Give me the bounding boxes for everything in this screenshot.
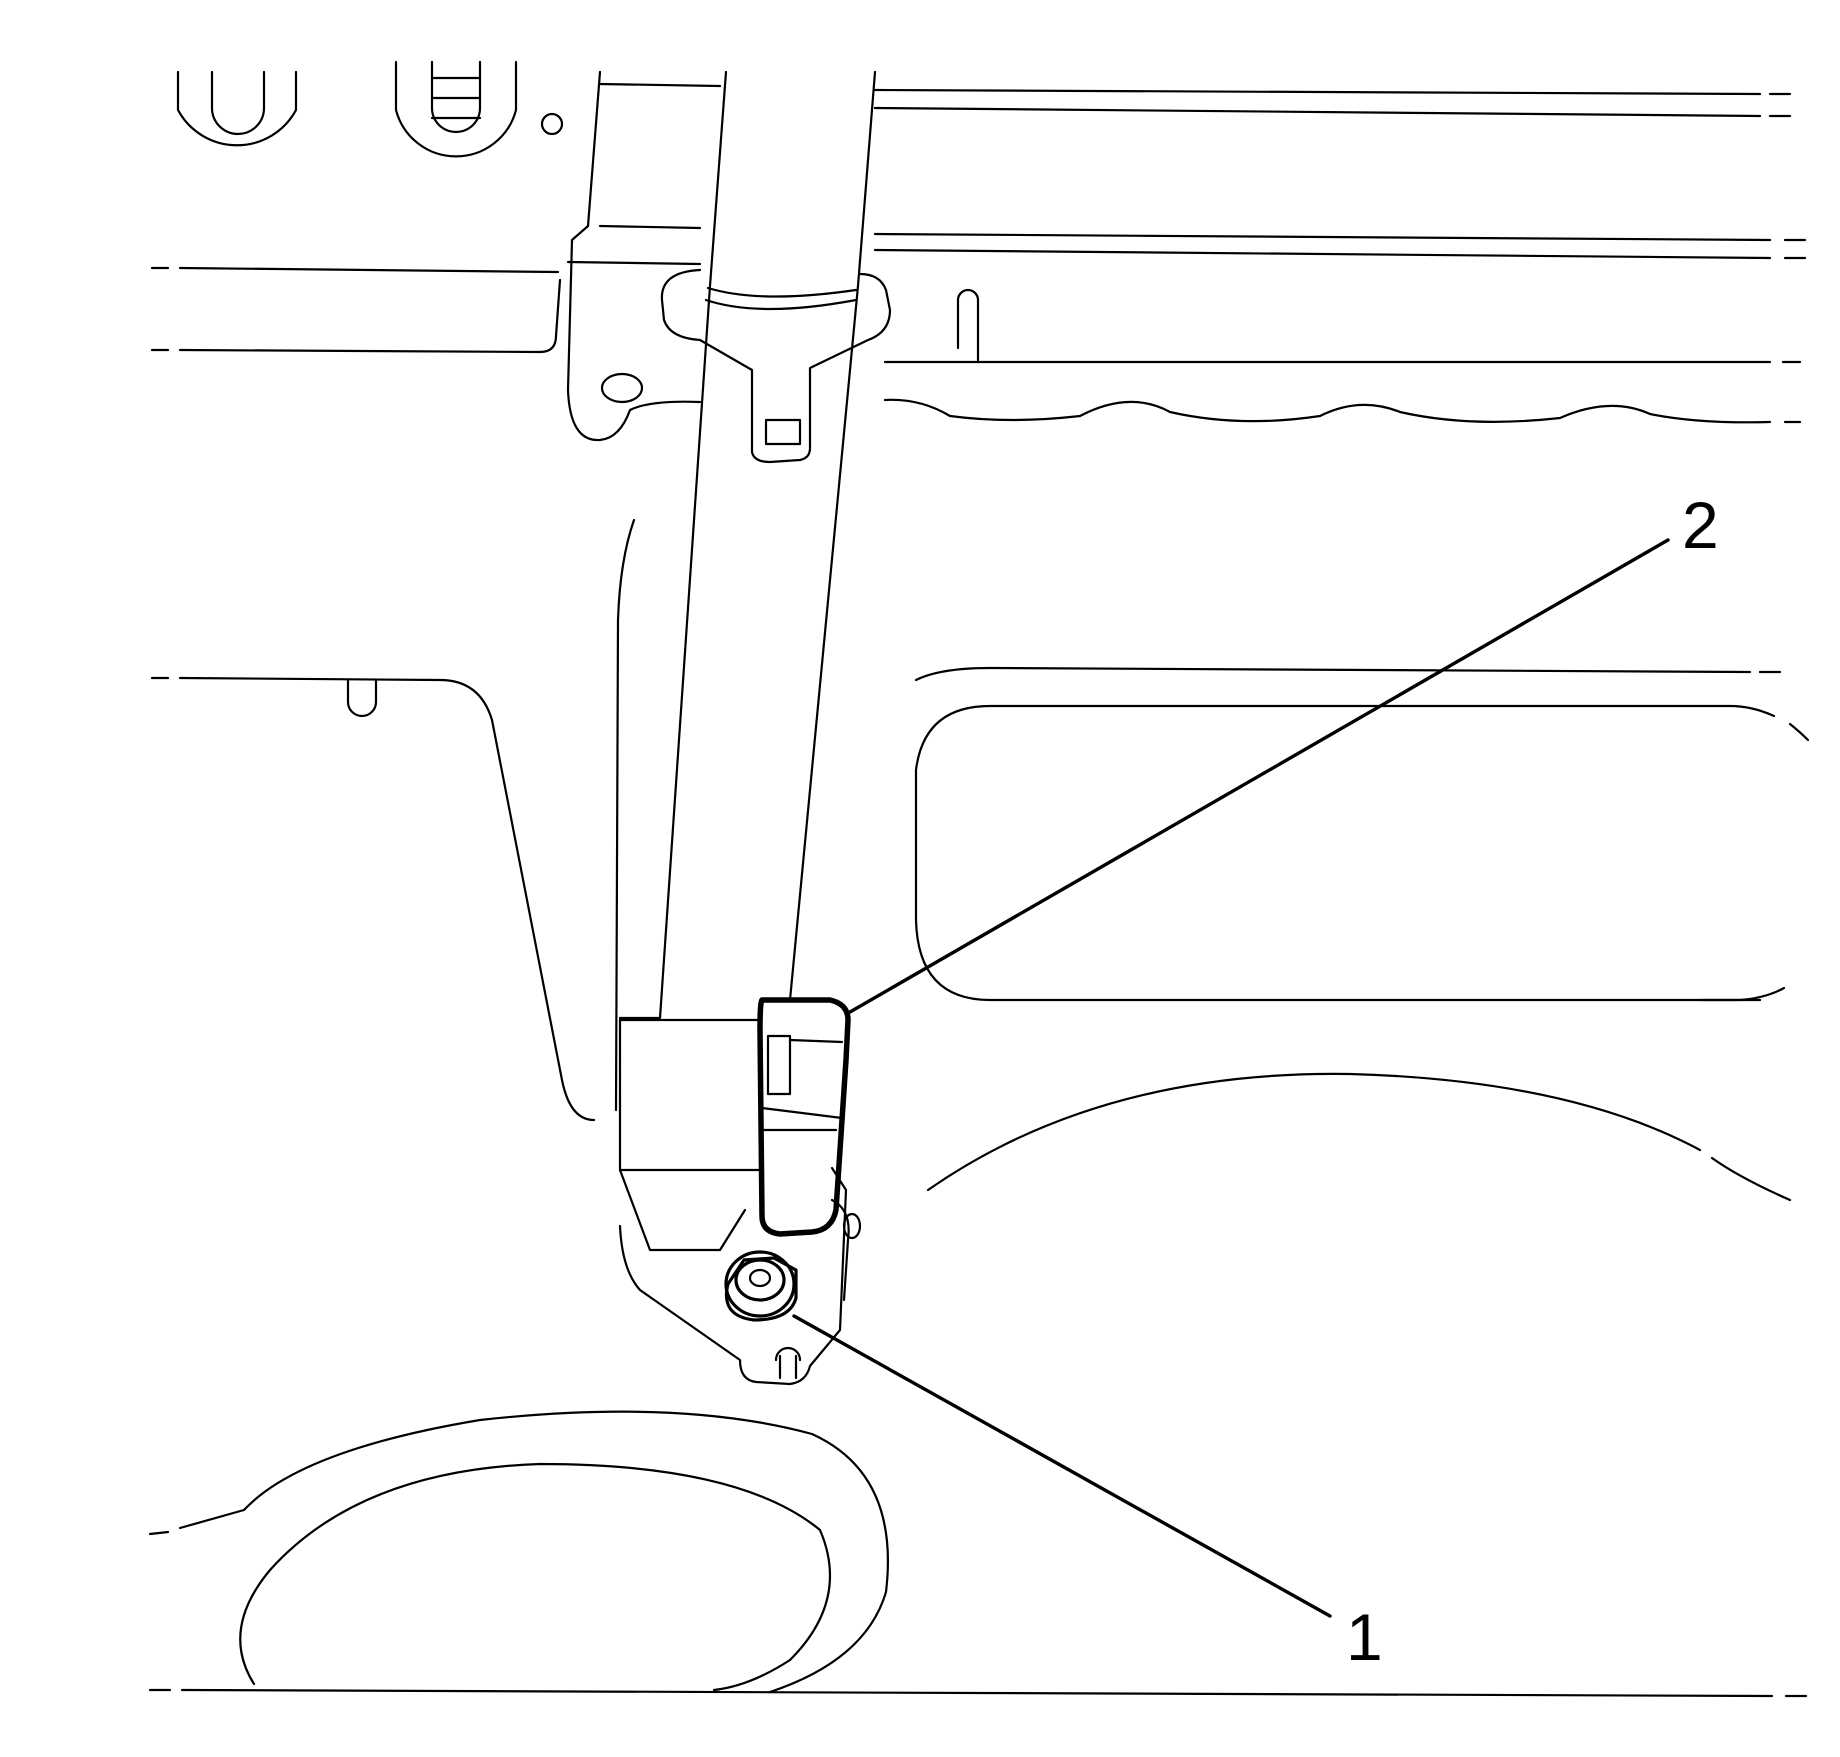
floor-line	[148, 1688, 1808, 1698]
body-panel-lines	[150, 82, 1807, 424]
lower-anchor-bracket	[618, 1166, 862, 1386]
callout-1-leader	[792, 1314, 1332, 1618]
callout-label-2: 2	[1682, 488, 1719, 562]
callout-label-1: 1	[1346, 1600, 1383, 1674]
window-panel	[914, 666, 1810, 1002]
seat-belt-webbing	[618, 70, 877, 1252]
upper-anchor-bracket	[566, 70, 702, 442]
harness-connector	[757, 997, 851, 1237]
callout-2-leader	[848, 538, 1670, 1014]
side-panel-outline	[150, 518, 636, 1122]
mounting-nut	[724, 1250, 798, 1322]
wheel-lower	[148, 1410, 890, 1694]
wheel-arch-upper	[926, 1072, 1792, 1202]
belt-guide	[660, 268, 892, 464]
upper-slot-brackets	[176, 60, 564, 158]
